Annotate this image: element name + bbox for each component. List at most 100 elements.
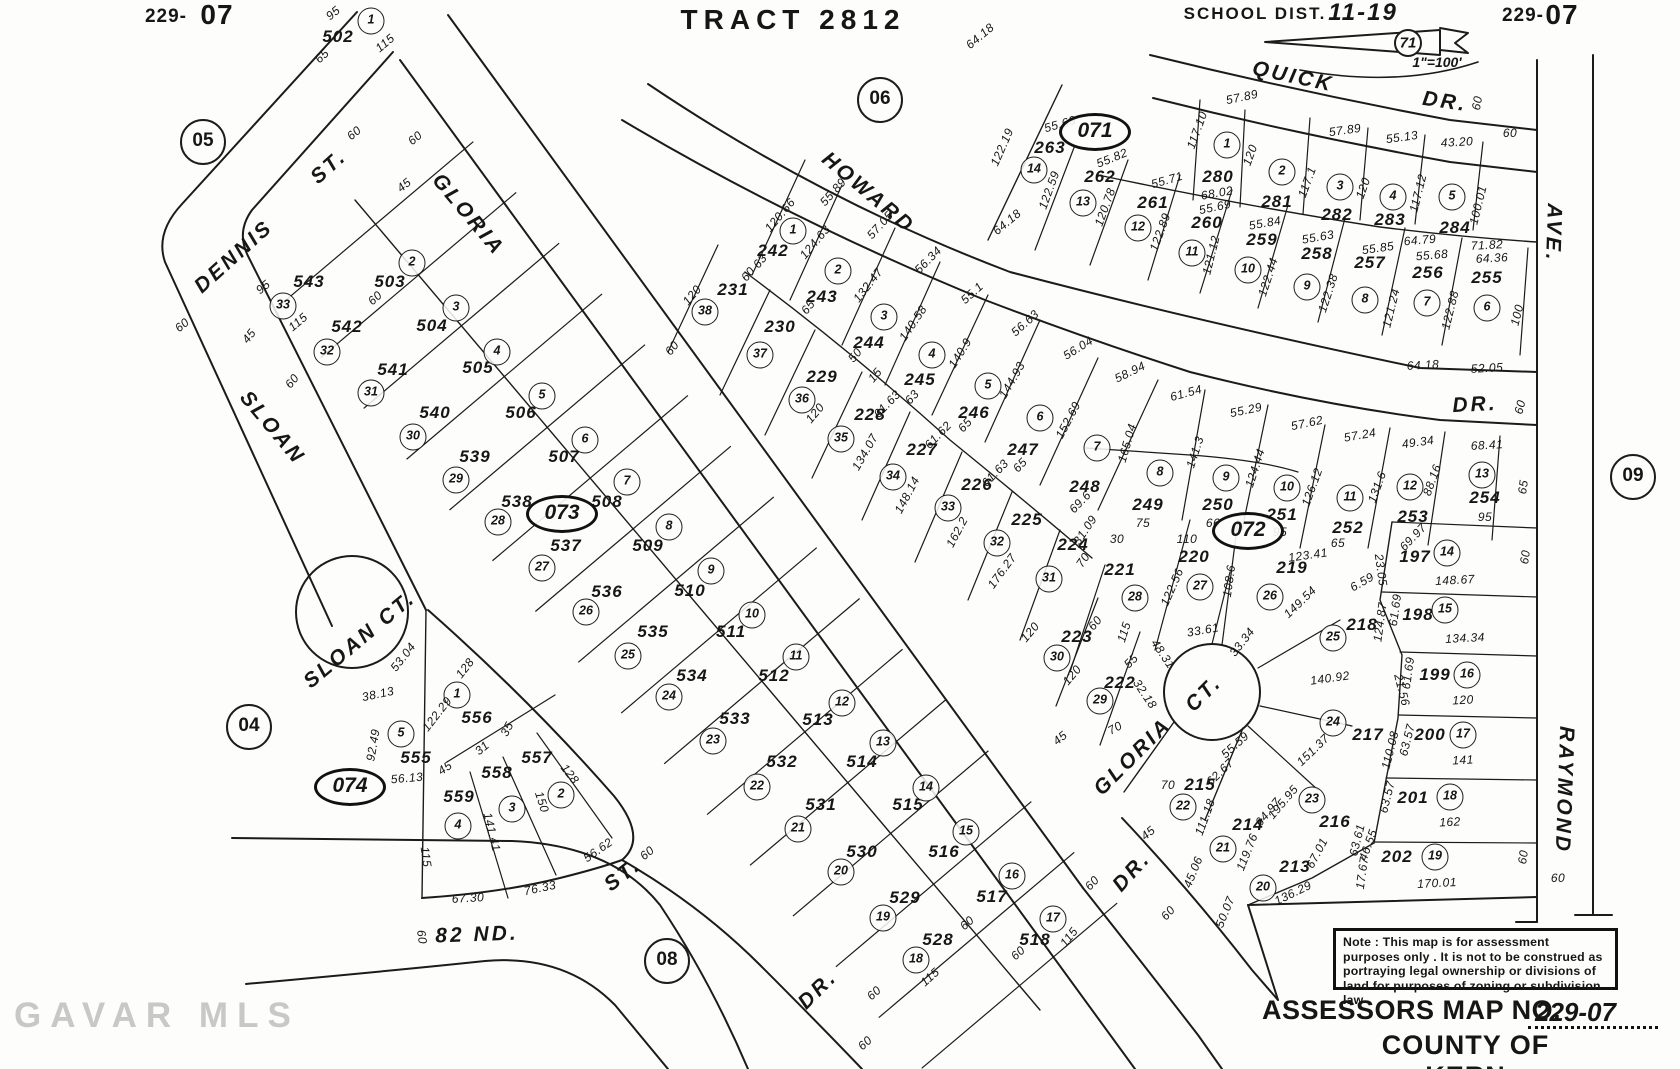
assessors-map-number: 229-07 [1535, 997, 1616, 1027]
dimension-label: 117.12 [1406, 172, 1430, 214]
parcel-circle: 28 [484, 508, 512, 536]
lot-number: 513 [802, 710, 834, 729]
parcel-circle: 20 [827, 858, 855, 886]
dimension-label: 62.67 [1203, 755, 1237, 789]
dimension-label: 65 [311, 45, 333, 67]
lot-number: 261 [1137, 193, 1169, 212]
page-title: TRACT 2812 [680, 4, 906, 35]
dimension-label: 68.41 [1470, 437, 1504, 453]
lot-number: 543 [293, 272, 325, 291]
parcel-circle: 23 [1298, 786, 1326, 814]
dimension-label: 57.89 [1224, 86, 1260, 108]
dimension-label: 162 [1438, 814, 1462, 830]
street-label: DR. [1451, 391, 1499, 418]
dimension-label: 56.62 [580, 834, 616, 866]
parcel-circle: 29 [1086, 687, 1114, 715]
dimension-label: 148.67 [1434, 571, 1476, 589]
dimension-label: 120 [1017, 619, 1043, 645]
dimension-label: 140.92 [1309, 668, 1351, 688]
lot-number: 255 [1471, 268, 1503, 287]
dimension-label: 123.41 [1287, 545, 1329, 565]
parcel-circle: 10 [1234, 256, 1262, 284]
dimension-label: 45 [1050, 728, 1070, 748]
parcel-circle: 18 [1436, 783, 1464, 811]
parcel-circle: 20 [1249, 874, 1277, 902]
dimension-label: 88.16 [1419, 462, 1445, 498]
street-label: GLORIA [427, 169, 510, 261]
dimension-label: 43.20 [1440, 134, 1474, 150]
lot-number: 510 [674, 581, 706, 600]
watermark: GAVAR MLS [14, 996, 300, 1035]
lot-number: 249 [1132, 495, 1164, 514]
street-label: QUICK [1250, 56, 1336, 97]
dimension-label: 117.10 [1183, 109, 1211, 151]
dimension-label: 31.09 [1070, 512, 1100, 548]
dimension-label: 60 [956, 912, 978, 934]
lot-number: 518 [1019, 930, 1051, 949]
dimension-label: 124.44 [1242, 446, 1268, 490]
dimension-label: 64.18 [963, 20, 997, 52]
parcel-circle: 1 [779, 217, 807, 245]
parcel-circle: 18 [902, 946, 930, 974]
dimension-label: 56.04 [1060, 333, 1096, 363]
street-label: SLOAN CT. [299, 586, 421, 693]
parcel-circle: 6 [1473, 294, 1501, 322]
dimension-label: 134.34 [1444, 629, 1486, 647]
parcel-circle: 16 [1453, 661, 1481, 689]
lot-number: 542 [331, 317, 363, 336]
lot-number: 507 [548, 447, 580, 466]
dimension-label: 60 [1515, 848, 1531, 866]
lot-number: 541 [377, 360, 409, 379]
block-number-oval: 071 [1059, 113, 1131, 151]
parcel-circle: 30 [1043, 644, 1071, 672]
lot-number: 229 [806, 367, 838, 386]
dimension-label: 15 [865, 365, 885, 385]
dimension-label: 57.62 [1289, 412, 1325, 434]
lot-number: 505 [462, 358, 494, 377]
dimension-label: 60 [662, 338, 682, 358]
lot-number: 245 [904, 370, 936, 389]
parcel-circle: 15 [952, 818, 980, 846]
parcel-circle: 35 [827, 425, 855, 453]
assessors-map-label: ASSESSORS MAP NO. [1262, 995, 1562, 1025]
dimension-label: 75 [1135, 516, 1151, 530]
dimension-label: 63.57 [1376, 779, 1398, 815]
dimension-label: 57.89 [1327, 120, 1363, 140]
dimension-label: 141.3 [1183, 434, 1207, 470]
lot-number: 508 [591, 492, 623, 511]
dimension-label: 100.01 [1466, 184, 1490, 226]
parcel-circle: 13 [1069, 189, 1097, 217]
dimension-label: 131.6 [1364, 469, 1390, 505]
dimension-label: 95 [253, 277, 273, 297]
dimension-label: 119.76 [1233, 831, 1261, 873]
street-label: ST. [599, 853, 646, 897]
dimension-label: 60 [1157, 902, 1179, 924]
lot-number: 532 [766, 752, 798, 771]
dimension-label: 61.63 [978, 456, 1012, 490]
parcel-circle: 14 [912, 774, 940, 802]
lot-number: 514 [846, 752, 878, 771]
dimension-label: 35 [497, 719, 517, 739]
dimension-label: 31 [472, 738, 492, 758]
parcel-circle: 21 [784, 815, 812, 843]
parcel-circle: 4 [483, 338, 511, 366]
block-number-oval: 073 [526, 495, 598, 533]
lot-number: 502 [322, 27, 354, 46]
lot-number: 221 [1104, 560, 1136, 579]
parcel-circle: 30 [399, 423, 427, 451]
dimension-label: 17.67 [1352, 855, 1372, 891]
dimension-label: 65 [1515, 478, 1531, 496]
parcel-circle: 19 [869, 904, 897, 932]
map-code-top-right: 229- [1501, 5, 1545, 26]
lot-number: 281 [1261, 192, 1293, 211]
dimension-label: 92.49 [363, 727, 383, 763]
dimension-label: 122.19 [987, 126, 1017, 168]
dimension-label: 60 [1081, 872, 1103, 894]
parcel-circle: 7 [1413, 289, 1441, 317]
dimension-label: 52.05 [1470, 360, 1504, 376]
lot-number: 198 [1402, 605, 1434, 624]
parcel-circle: 13 [869, 729, 897, 757]
dimension-label: 55.71 [1149, 168, 1185, 192]
dimension-label: 100 [1507, 302, 1527, 328]
dimension-label: 70 [1160, 778, 1176, 792]
